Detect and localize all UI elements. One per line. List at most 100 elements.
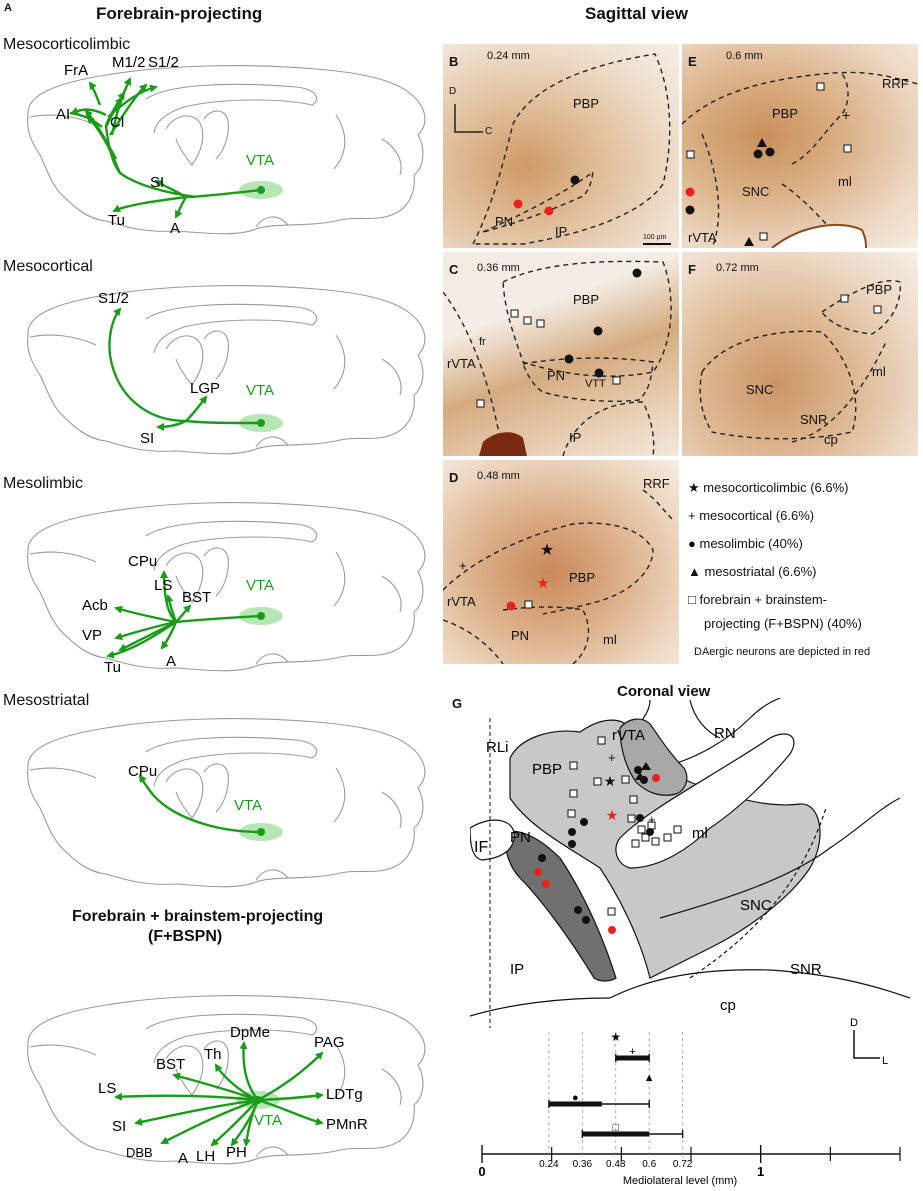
region-label: RN bbox=[714, 725, 736, 742]
panel-e-overlay: + bbox=[682, 71, 918, 248]
section-mesocortical: Mesocortical bbox=[3, 258, 93, 275]
label: LS bbox=[98, 1080, 116, 1097]
region-label: PBP bbox=[573, 96, 600, 111]
legend-note: DAergic neurons are depicted in red bbox=[694, 646, 871, 658]
label: VTA bbox=[254, 1112, 282, 1129]
label: PMnR bbox=[326, 1116, 368, 1133]
chart-guides bbox=[548, 1032, 684, 1154]
panel-d: ★ ★ + D 0.48 mm RRF PBP rVTA PN ml bbox=[443, 460, 679, 664]
svg-text:★: ★ bbox=[540, 542, 554, 559]
fbspn-header-line2: (F+BSPN) bbox=[148, 928, 223, 945]
legend-item: ★ mesocorticolimbic (6.6%) bbox=[688, 480, 848, 496]
vta-point bbox=[254, 1096, 262, 1104]
panel-d-overlay: ★ ★ + bbox=[443, 489, 674, 664]
label: Th bbox=[204, 1046, 222, 1063]
region-label: cp bbox=[824, 432, 838, 447]
fbspn-header-line1: Forebrain + brainstem-projecting bbox=[72, 908, 324, 925]
label: Cl bbox=[110, 114, 124, 131]
legend-item-continued: projecting (F+BSPN) (40%) bbox=[704, 616, 862, 631]
region-label: SNC bbox=[742, 184, 770, 199]
mesocortical-diagram: S1/2 LGP SI VTA bbox=[27, 285, 426, 455]
mesolimbic-diagram: CPu LS BST Acb VP Tu A VTA bbox=[27, 502, 426, 676]
label: VTA bbox=[234, 797, 262, 814]
legend-text: mesocortical (6.6%) bbox=[699, 508, 815, 523]
svg-text:★: ★ bbox=[606, 807, 619, 823]
depth-label: 0.36 mm bbox=[477, 262, 520, 274]
fbspn-diagram: DpMe PAG Th BST LS LDTg SI PMnR DBB A LH… bbox=[27, 995, 426, 1167]
label: VTA bbox=[246, 382, 274, 399]
label: M1/2 bbox=[112, 55, 145, 71]
vta-point bbox=[257, 828, 265, 836]
projection-arrows bbox=[108, 307, 262, 431]
tick-label: 0.72 bbox=[673, 1159, 693, 1170]
label: Tu bbox=[108, 212, 125, 229]
label: SI bbox=[112, 1118, 126, 1135]
label: PH bbox=[226, 1144, 247, 1161]
region-label: PBP bbox=[532, 761, 562, 778]
region-label: PBP bbox=[569, 570, 596, 585]
chart-axis bbox=[481, 1145, 901, 1163]
region-label: PN bbox=[511, 628, 530, 643]
label: A bbox=[178, 1150, 188, 1167]
region-label: PBP bbox=[573, 292, 600, 307]
projection-arrows bbox=[114, 1041, 324, 1147]
series-symbol: + bbox=[629, 1046, 635, 1058]
depth-label: 0.6 mm bbox=[726, 50, 763, 62]
projection-arrows bbox=[69, 77, 262, 219]
region-label: cp bbox=[720, 997, 736, 1014]
region-label: PN bbox=[510, 829, 531, 846]
region-label: PBP bbox=[772, 106, 799, 121]
region-label: fr bbox=[479, 336, 486, 348]
chart-marks: ★+▲●□ bbox=[548, 1030, 684, 1138]
region-label: IF bbox=[474, 839, 488, 856]
scale-label: 100 µm bbox=[643, 234, 667, 241]
region-label: PN bbox=[547, 368, 566, 383]
panel-letter: B bbox=[449, 54, 459, 69]
legend-text: mesolimbic (40%) bbox=[699, 536, 803, 551]
label: PAG bbox=[314, 1034, 345, 1051]
legend: ★ mesocorticolimbic (6.6%) + mesocortica… bbox=[688, 480, 918, 670]
label: S1/2 bbox=[98, 290, 129, 307]
region-label: SNC bbox=[740, 897, 772, 914]
region-label: ml bbox=[872, 364, 886, 379]
vta-point bbox=[257, 186, 265, 194]
label: LGP bbox=[190, 380, 220, 397]
legend-item: + mesocortical (6.6%) bbox=[688, 508, 814, 523]
mesostriatal-diagram: CPu VTA bbox=[27, 718, 426, 888]
coronal-diagram: + + ★ ★ RLi rVTA RN PBP IF ml PN SNC IP … bbox=[470, 698, 910, 1028]
x-axis-label: Mediolateral level (mm) bbox=[623, 1175, 737, 1187]
legend-item: ▲ mesostriatal (6.6%) bbox=[688, 564, 816, 579]
depth-label: 0.24 mm bbox=[487, 50, 530, 62]
sagittal-header: Sagittal view bbox=[585, 4, 688, 23]
region-label: ml bbox=[603, 632, 617, 647]
circle-icon: ● bbox=[688, 536, 696, 551]
orientation-axes: D L bbox=[850, 1018, 888, 1067]
svg-text:+: + bbox=[608, 750, 616, 765]
axis-label: D bbox=[850, 1018, 858, 1029]
legend-item: □ forebrain + brainstem- bbox=[688, 592, 827, 607]
label: SI bbox=[140, 430, 154, 447]
series-symbol: □ bbox=[612, 1122, 619, 1134]
section-mesostriatal: Mesostriatal bbox=[3, 692, 90, 709]
label: VTA bbox=[246, 152, 274, 169]
panel-e: + E 0.6 mm RRF PBP SNC ml rVTA bbox=[682, 44, 918, 248]
section-mesolimbic: Mesolimbic bbox=[3, 475, 84, 492]
panel-letter-a: A bbox=[4, 2, 12, 14]
panel-b: B 0.24 mm PBP PN IP D C 100 µm bbox=[443, 44, 679, 248]
section-mesocorticolimbic: Mesocorticolimbic bbox=[3, 36, 131, 53]
panel-letter: E bbox=[688, 54, 697, 69]
region-label: SNC bbox=[746, 382, 774, 397]
label: BST bbox=[156, 1056, 185, 1073]
panel-b-overlay bbox=[454, 53, 671, 245]
svg-text:★: ★ bbox=[536, 575, 549, 592]
series-symbol: ● bbox=[572, 1092, 579, 1104]
region-label: SNR bbox=[790, 961, 822, 978]
svg-text:+: + bbox=[842, 107, 850, 123]
vta-point bbox=[257, 612, 265, 620]
label: Acb bbox=[82, 597, 108, 614]
panel-letter: D bbox=[449, 470, 459, 485]
panel-c: C 0.36 mm PBP fr rVTA PN VTT IP bbox=[443, 252, 679, 456]
region-label: SNR bbox=[800, 412, 828, 427]
star-icon: ★ bbox=[688, 480, 700, 495]
